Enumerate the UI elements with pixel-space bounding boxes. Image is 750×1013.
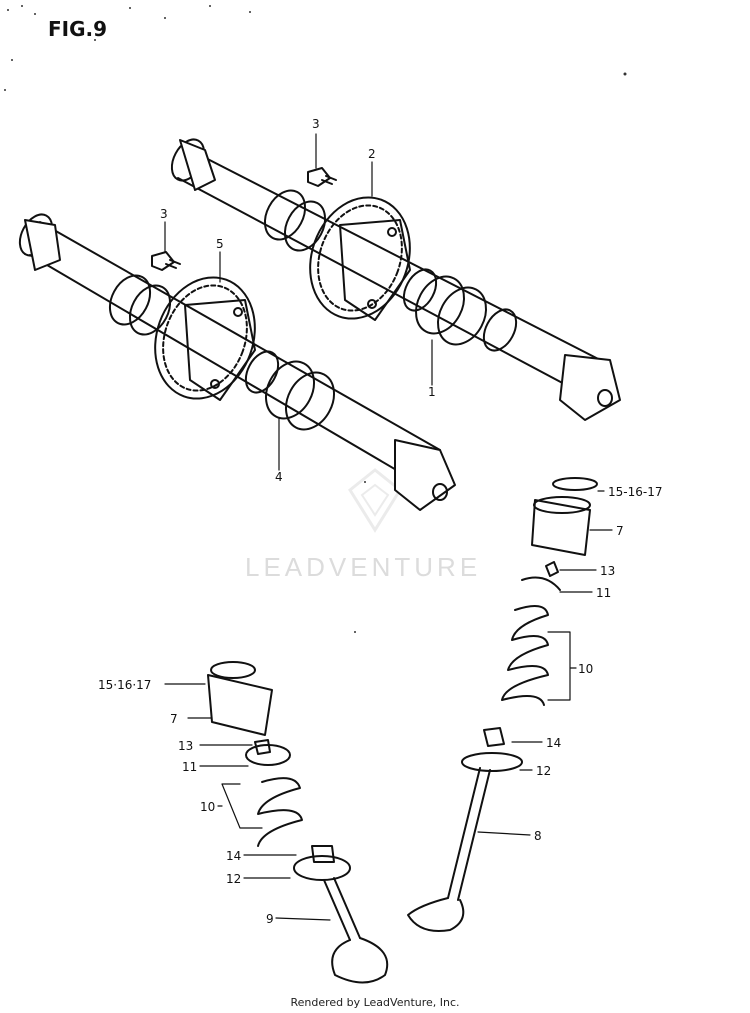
footer-credit: Rendered by LeadVenture, Inc. xyxy=(290,996,460,1009)
callout-camshaft-2: 4 xyxy=(275,470,283,484)
callout-tappet-lower: 7 xyxy=(170,712,178,726)
callout-retainer-upper: 11 xyxy=(596,586,611,600)
callout-sprocket-1: 2 xyxy=(368,147,376,161)
callout-shim-lower: 15·16·17 xyxy=(98,678,151,692)
callout-valve-intake: 9 xyxy=(266,912,274,926)
leader-lines xyxy=(164,133,613,921)
callout-seat-upper: 12 xyxy=(536,764,551,778)
callout-bolt-b: 3 xyxy=(160,207,168,221)
figure-title: FIG.9 xyxy=(48,17,107,41)
camshaft-1 xyxy=(170,138,621,421)
bolt-upper xyxy=(307,167,337,187)
callout-valve-exhaust: 8 xyxy=(534,829,542,843)
callout-sprocket-2: 5 xyxy=(216,237,224,251)
callout-retainer-lower: 11 xyxy=(182,760,197,774)
callout-cotter-lower: 13 xyxy=(178,739,193,753)
callout-seal-upper: 14 xyxy=(546,736,561,750)
callout-camshaft-1: 1 xyxy=(428,385,436,399)
valve-assembly-left xyxy=(207,661,389,984)
camshaft-2 xyxy=(18,213,456,511)
bolt-lower xyxy=(151,251,181,271)
sprocket-2 xyxy=(309,196,411,321)
callout-tappet-upper: 7 xyxy=(616,524,624,538)
callout-cotter-upper: 13 xyxy=(600,564,615,578)
sprocket-5 xyxy=(154,276,256,401)
callout-shim-upper: 15-16-17 xyxy=(608,485,662,499)
watermark-logo xyxy=(348,468,402,533)
watermark-text: LEADVENTURE xyxy=(245,552,481,582)
scan-noise xyxy=(4,5,627,633)
callout-bolt-a: 3 xyxy=(312,117,320,131)
callout-seat-lower: 12 xyxy=(226,872,241,886)
callout-seal-lower: 14 xyxy=(226,849,241,863)
valve-assembly-right xyxy=(407,477,598,932)
callout-spring-lower: 10 xyxy=(200,800,215,814)
callout-spring-upper: 10 xyxy=(578,662,593,676)
